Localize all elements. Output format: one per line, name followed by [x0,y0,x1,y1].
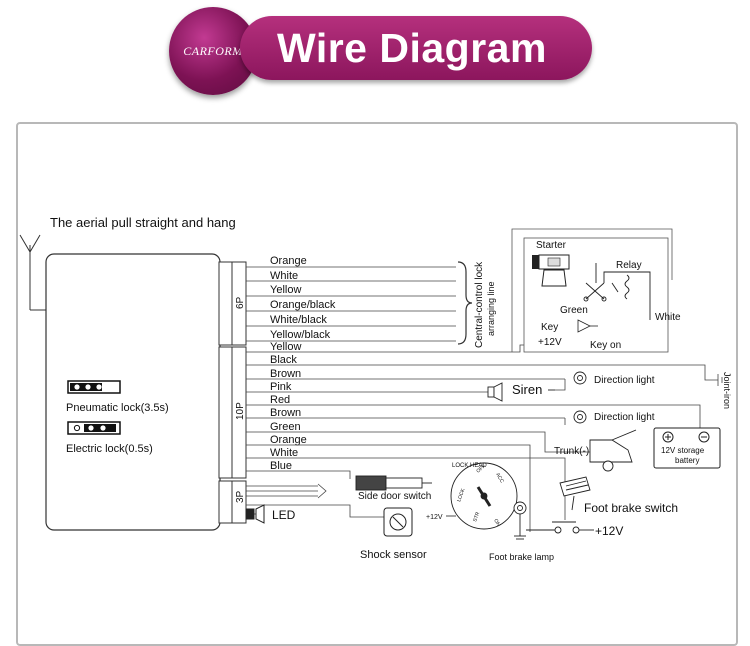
jumper-electric-label: Electric lock(0.5s) [66,443,153,455]
battery-icon [653,427,721,469]
connector-3p-label: 3P [235,490,246,503]
ignition-str: STR [472,511,481,523]
joint-iron-label: Joint-iron [722,372,732,409]
shock-sensor-icon [383,507,413,537]
key-12v-label: +12V [538,337,562,348]
wire-label-10p-8: White [270,447,298,459]
foot-brake-lamp-label: Foot brake lamp [489,552,554,562]
trunk-label: Trunk(-) [554,446,589,457]
wire-label-10p-5: Brown [270,407,301,419]
central-lock-label: Central-control lock [474,261,485,348]
relay-white-label: White [655,312,681,323]
led-label: LED [272,508,296,522]
foot-brake-pedal-icon [559,476,591,511]
wire-label-6p-1: White [270,270,298,282]
siren-label: Siren [512,382,542,397]
relay-icon [583,263,651,320]
wire-label-10p-4: Red [270,394,290,406]
ignition-off: OFF [475,464,487,475]
battery-label-1: 12V storage [661,446,705,455]
brand-name: CARFORM [183,43,243,58]
battery-label-2: battery [675,456,699,465]
foot-brake-switch-label: Foot brake switch [584,501,678,515]
jumper-pneumatic-label: Pneumatic lock(3.5s) [66,402,169,414]
jumper-pneumatic [67,380,121,394]
ignition-on: ON [492,518,501,528]
ignition-lock: LOCK [456,487,467,502]
wire-label-10p-6: Green [270,421,301,433]
wire-label-10p-7: Orange [270,434,307,446]
shock-sensor-label: Shock sensor [360,549,427,561]
relay-label: Relay [616,260,642,271]
header-banner: CARFORM Wire Diagram [0,0,750,105]
direction-light-1-label: Direction light [594,375,655,386]
starter-label: Starter [536,240,567,251]
starter-icon [532,254,570,287]
wire-label-10p-2: Brown [270,368,301,380]
foot-brake-lamp-icon [513,501,555,540]
central-lock-sublabel: arranging line [486,281,496,336]
jumper-electric [67,421,121,435]
trunk-car-icon [589,429,637,472]
side-door-switch-icon [355,475,432,491]
connector-10p-label: 10P [235,402,246,420]
direction-light-2-icon [573,410,587,424]
title-bar: Wire Diagram [240,16,592,80]
connector-6p-label: 6P [235,296,246,309]
wire-label-10p-3: Pink [270,381,292,393]
ignition-acc: ACC [494,472,505,484]
side-door-switch-label: Side door switch [358,491,431,502]
ignition-switch [450,462,518,530]
wire-label-6p-2: Yellow [270,284,301,296]
siren-icon [487,382,503,402]
antenna-note: The aerial pull straight and hang [50,215,236,230]
led-icon [245,504,265,524]
relay-green-label: Green [560,305,588,316]
wire-diagram: The aerial pull straight and hang 6P 10P… [19,215,732,562]
wire-label-6p-4: White/black [270,314,327,326]
three-pin-wiring [246,483,384,518]
key-on-label: Key on [590,340,621,351]
key-label: Key [541,322,558,333]
wire-label-10p-1: Black [270,354,297,366]
direction-light-2-label: Direction light [594,412,655,423]
wire-label-10p-0: Yellow [270,341,301,353]
direction-light-1-icon [548,371,587,391]
wire-label-6p-5: Yellow/black [270,329,331,341]
antenna [19,234,46,311]
wire-label-6p-0: Orange [270,255,307,267]
brake-switch-contacts [552,521,594,534]
central-lock-brace [457,261,473,345]
wire-label-6p-3: Orange/black [270,299,336,311]
plus12v-right-label: +12V [595,524,623,538]
page-title: Wire Diagram [277,24,547,71]
ignition-12v-label: +12V [426,514,443,521]
ignition-lock-head: LOCK HEAD [452,463,487,469]
wire-label-10p-9: Blue [270,460,292,472]
